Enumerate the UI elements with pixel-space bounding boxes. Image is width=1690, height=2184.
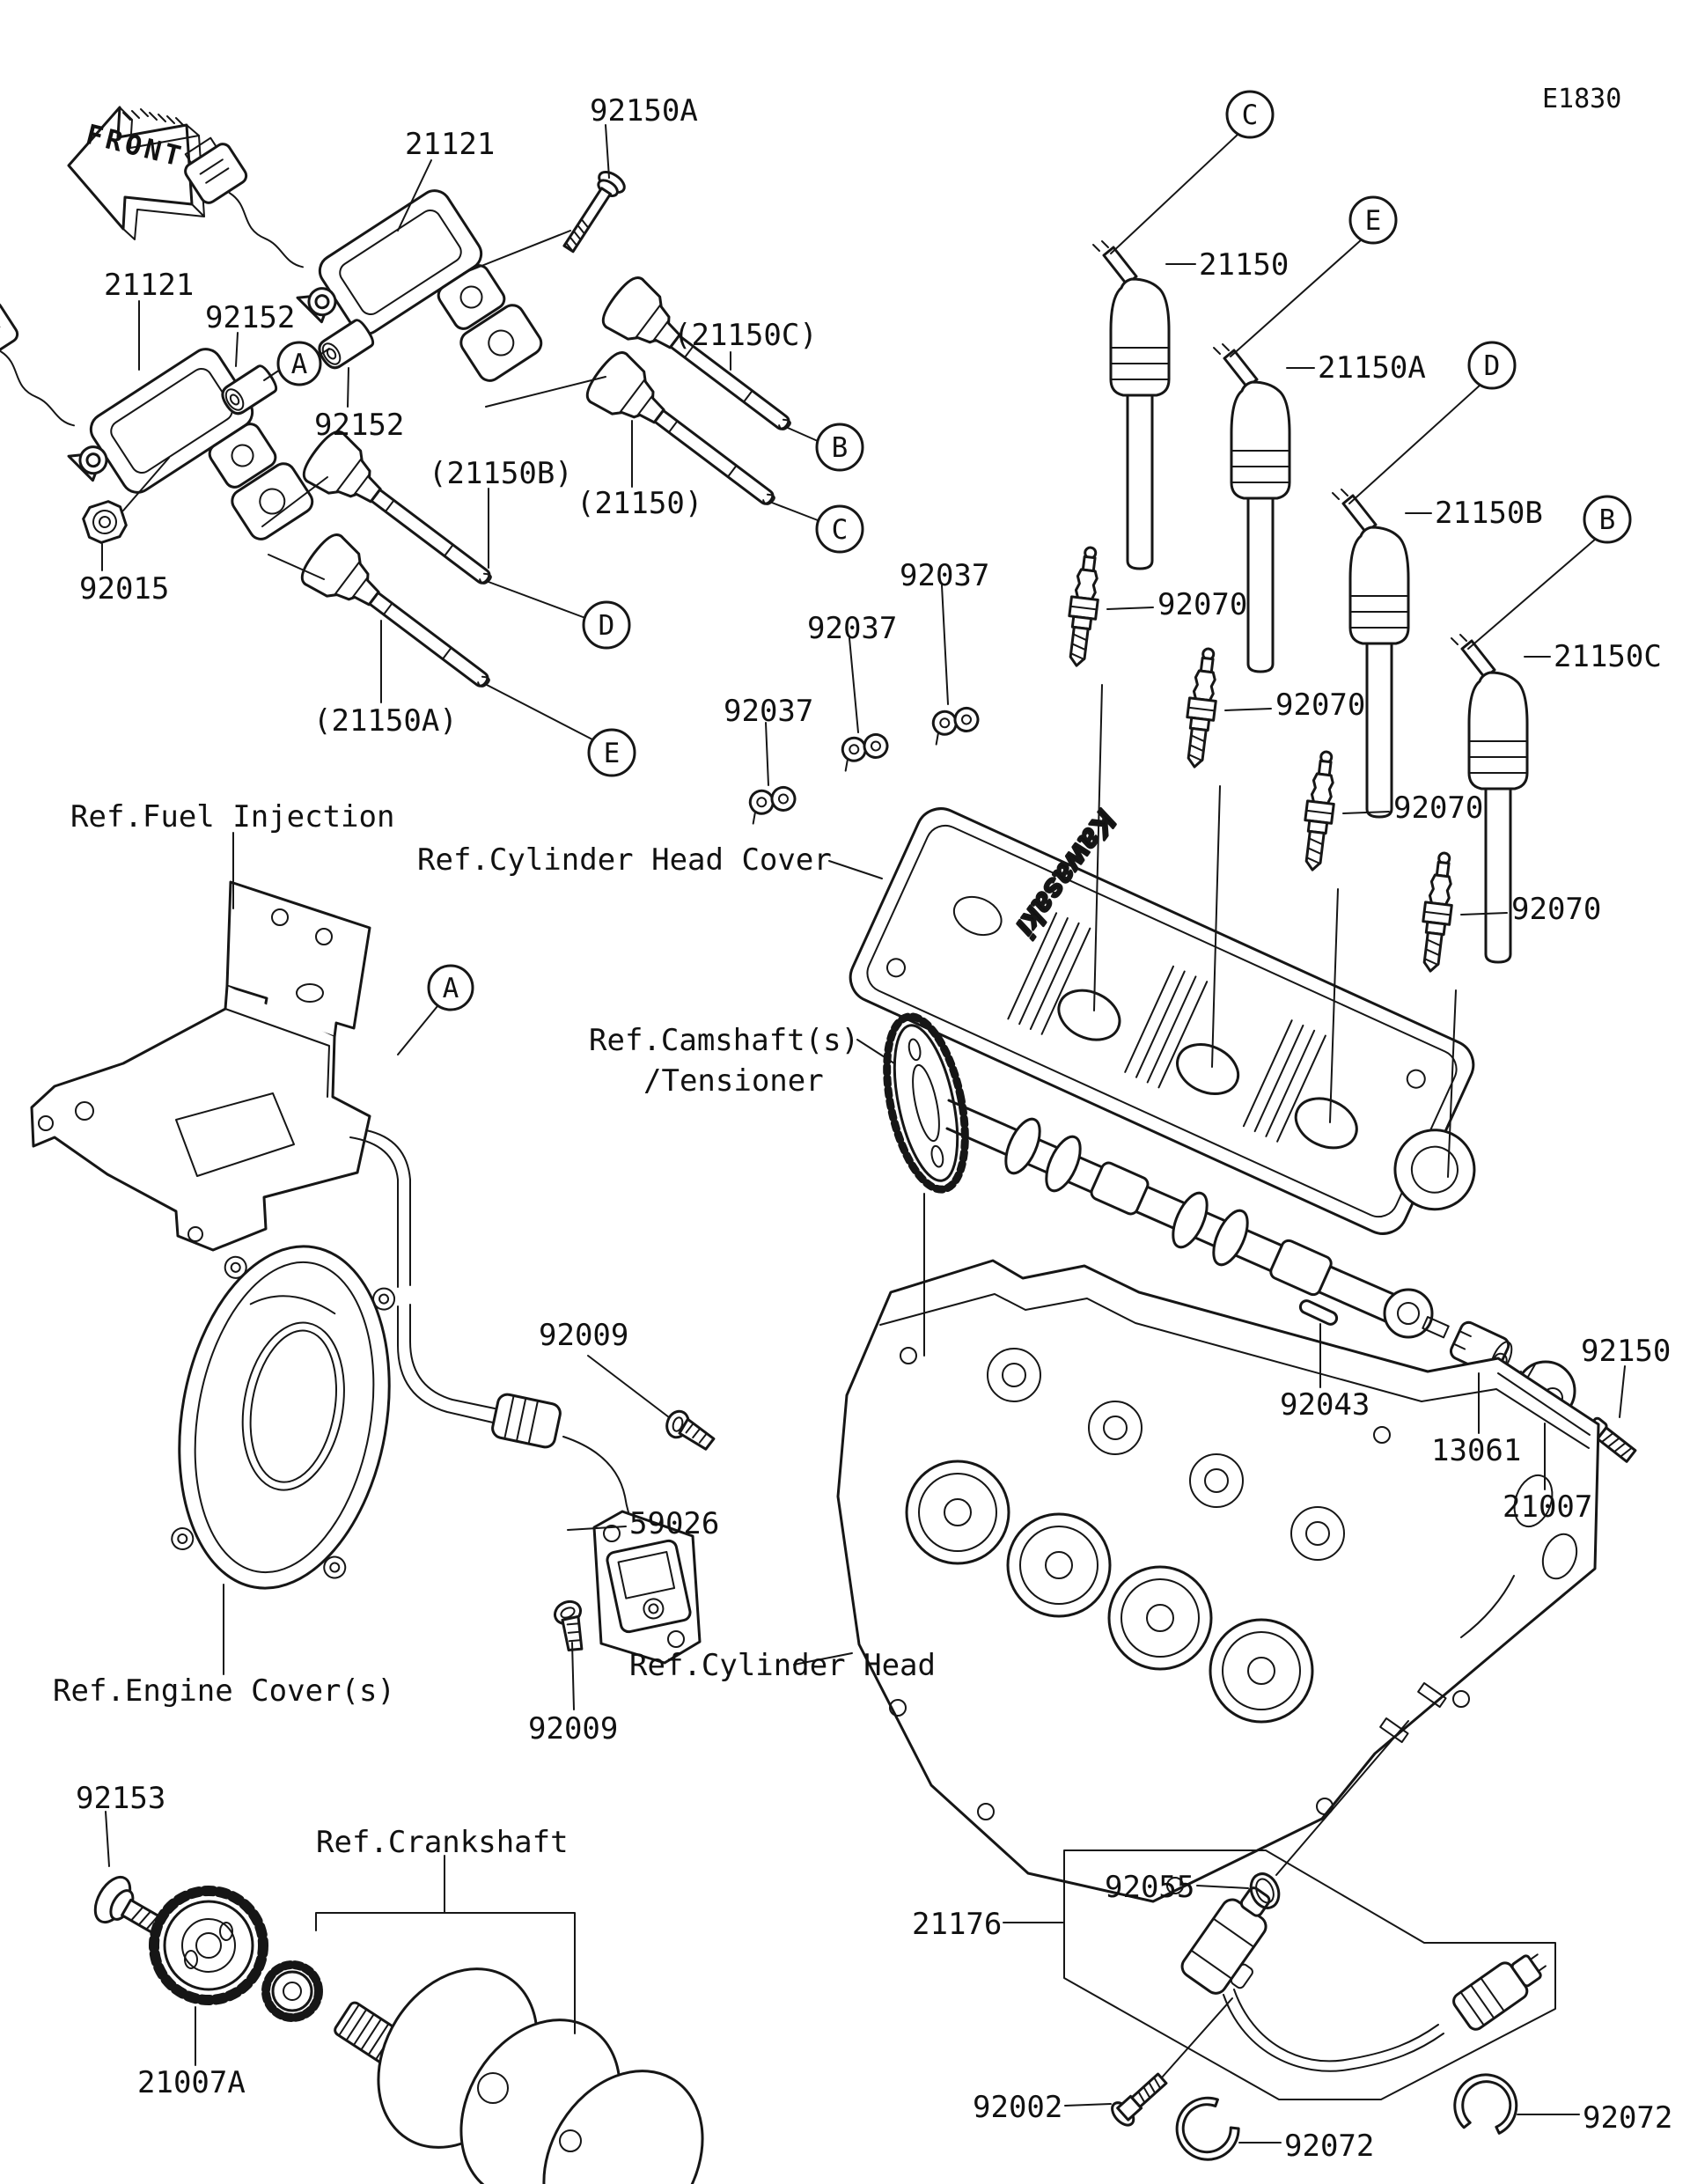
- label-damper-lower: 92152: [314, 408, 404, 443]
- svg-text:B: B: [1599, 504, 1616, 536]
- pickup-coil-assembly: [349, 1129, 702, 1665]
- ref-cylinder-head: Ref.Cylinder Head: [629, 1648, 936, 1683]
- callout-c-left: C: [815, 504, 864, 554]
- svg-text:B: B: [832, 432, 849, 464]
- label-spark-plug-2: 92070: [1275, 688, 1365, 723]
- callout-c-right: C: [1225, 90, 1275, 139]
- o-ring: [1249, 1872, 1281, 1909]
- svg-text:C: C: [1242, 99, 1259, 131]
- label-coil-bolt: 92150A: [590, 93, 698, 129]
- coil-bolt: [562, 170, 626, 254]
- label-clamp-left: 92072: [1284, 2129, 1374, 2164]
- label-cap-group-plain: (21150): [577, 486, 702, 521]
- callout-b-right: B: [1583, 495, 1632, 544]
- timing-rotor: [149, 1886, 268, 2005]
- callout-b-left: B: [815, 423, 864, 472]
- label-rotor-bolt: 92150: [1581, 1334, 1671, 1369]
- label-cap-group-c: (21150C): [673, 318, 818, 353]
- label-timing-rotor: 21007A: [137, 2065, 246, 2100]
- ref-camshaft-line2: /Tensioner: [643, 1063, 824, 1099]
- label-coil-nut: 92015: [79, 571, 169, 607]
- svg-text:C: C: [832, 514, 849, 546]
- ref-camshaft-line1: Ref.Camshaft(s): [589, 1023, 859, 1058]
- label-spark-plug-1: 92070: [1157, 587, 1247, 622]
- coil-nut: [82, 500, 128, 544]
- ref-crankshaft: Ref.Crankshaft: [316, 1825, 569, 1860]
- label-cap-group-b: (21150B): [429, 456, 573, 491]
- label-clamp-2: 92037: [807, 611, 897, 646]
- harness-clamp-left: [1166, 2088, 1247, 2170]
- ignition-coil-upper: [184, 136, 543, 382]
- label-rotor-hub: 13061: [1431, 1433, 1521, 1468]
- svg-text:D: D: [1484, 350, 1501, 382]
- camshaft: [883, 1012, 1450, 1339]
- label-o-ring: 92055: [1105, 1870, 1194, 1905]
- callout-e-left: E: [587, 728, 636, 777]
- screw-upper: [661, 1407, 720, 1452]
- label-plug-cap-4: 21150C: [1554, 639, 1662, 674]
- harness-clamp-right: [1444, 2063, 1528, 2147]
- label-spark-plug-3: 92070: [1393, 791, 1483, 826]
- callout-a-dampers: A: [276, 341, 322, 386]
- svg-text:E: E: [1365, 205, 1382, 237]
- label-pickup-coil: 59026: [629, 1506, 719, 1541]
- engine-cover: [171, 1245, 396, 1590]
- spark-plug-4: [1415, 849, 1459, 974]
- label-clamp-right: 92072: [1583, 2100, 1672, 2136]
- label-pulsing-rotor: 21007: [1503, 1489, 1592, 1525]
- page-code: E1830: [1542, 84, 1621, 114]
- ref-fuel-injection: Ref.Fuel Injection: [70, 799, 394, 835]
- plug-cap-group-a: [294, 527, 507, 710]
- plug-cap-3: [1331, 488, 1410, 819]
- ref-cylinder-head-cover: Ref.Cylinder Head Cover: [417, 842, 832, 878]
- label-coil-upper: 21121: [405, 127, 495, 162]
- label-screw-lower: 92009: [528, 1711, 618, 1746]
- crank-bolt: [93, 1875, 166, 1937]
- sensor-bolt: [1111, 2072, 1168, 2127]
- callout-d-right: D: [1467, 341, 1517, 390]
- label-clamp-3: 92037: [724, 694, 813, 729]
- label-clamp-1: 92037: [900, 558, 989, 593]
- crank-sensor-assembly: [1063, 1849, 1556, 2100]
- callout-circles: A A B C D E C E D B: [276, 90, 1632, 1011]
- labels: E1830 FRONT 21121 92150A 21121 92152 921…: [53, 84, 1672, 2164]
- label-sensor-bolt: 92002: [973, 2090, 1062, 2125]
- label-spark-plug-4: 92070: [1511, 892, 1601, 927]
- label-screw-upper: 92009: [539, 1318, 628, 1353]
- wire-clamp-2: [833, 724, 893, 774]
- svg-text:E: E: [604, 738, 621, 769]
- svg-text:A: A: [443, 973, 459, 1004]
- label-crank-sensor: 21176: [912, 1907, 1002, 1942]
- plug-cap-1: [1091, 239, 1171, 570]
- label-plug-cap-2: 21150A: [1318, 350, 1426, 386]
- wire-clamp-1: [923, 697, 983, 747]
- spark-plug-3: [1297, 748, 1341, 873]
- fuel-injection-bracket: [30, 880, 371, 1252]
- label-damper-upper: 92152: [205, 300, 295, 335]
- leader-lines: [101, 124, 1626, 2144]
- callout-d-left: D: [582, 600, 631, 650]
- label-plug-cap-1: 21150: [1199, 247, 1289, 283]
- spark-plug-2: [1179, 645, 1223, 770]
- svg-text:D: D: [599, 610, 615, 642]
- wire-clamp-3: [740, 776, 800, 827]
- spark-plug-1: [1062, 544, 1106, 669]
- svg-text:A: A: [291, 349, 308, 380]
- ref-engine-covers: Ref.Engine Cover(s): [53, 1673, 395, 1709]
- plug-cap-2: [1212, 342, 1291, 673]
- crankshaft: [261, 1960, 704, 2184]
- ignition-coil-lower: [0, 295, 314, 540]
- callout-e-right: E: [1348, 195, 1398, 245]
- camshaft-pin: [1298, 1299, 1339, 1326]
- label-camshaft-pin: 92043: [1280, 1387, 1370, 1423]
- cylinder-head-cover: [849, 807, 1476, 1235]
- label-crank-bolt: 92153: [76, 1781, 165, 1816]
- cylinder-head: [836, 1259, 1600, 1903]
- label-plug-cap-3: 21150B: [1435, 496, 1543, 531]
- label-cap-group-a: (21150A): [313, 703, 458, 739]
- label-coil-lower: 21121: [104, 268, 194, 303]
- callout-a-bracket: A: [427, 964, 474, 1011]
